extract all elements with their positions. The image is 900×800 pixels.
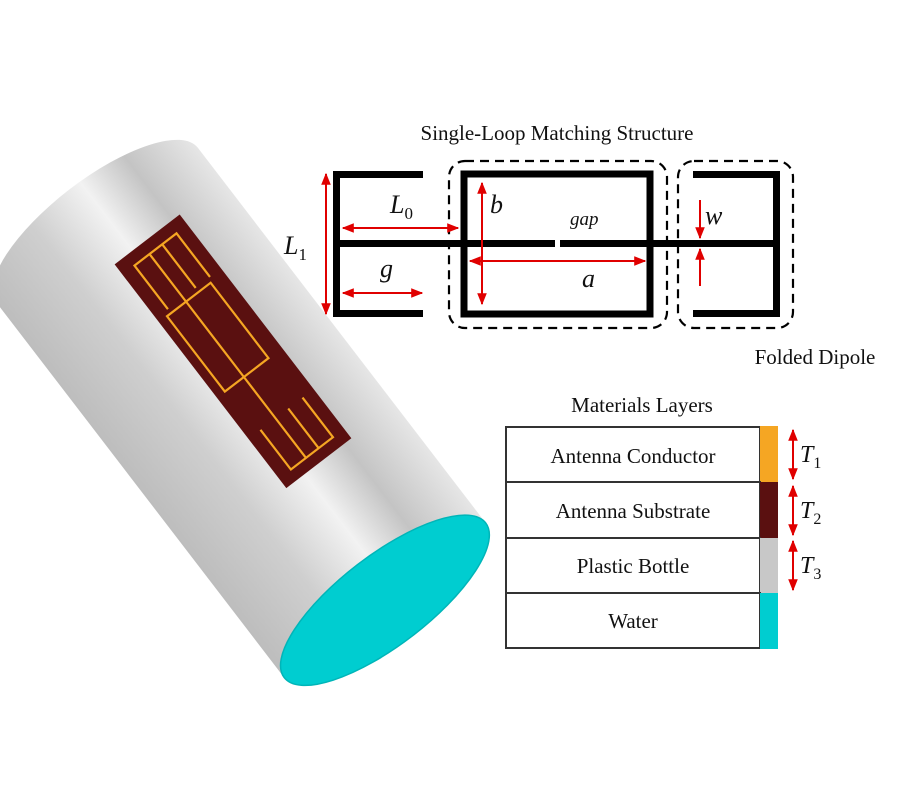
layer-name: Antenna Conductor bbox=[550, 444, 715, 468]
folded-dipole-label: Folded Dipole bbox=[755, 345, 876, 369]
a-label: a bbox=[582, 264, 595, 293]
substrate-color-swatch bbox=[760, 482, 778, 538]
layer-row-substrate: Antenna Substrate T2 bbox=[505, 481, 821, 539]
left-bottom-arm bbox=[333, 310, 423, 317]
g-label: g bbox=[380, 254, 393, 283]
L1-label: L1 bbox=[283, 231, 307, 264]
layer-row-conductor: Antenna Conductor T1 bbox=[505, 426, 821, 483]
antenna-schematic: Single-Loop Matching Structure L1 L0 g b… bbox=[283, 121, 875, 369]
right-bottom-arm bbox=[693, 310, 780, 317]
T1-label: T1 bbox=[800, 442, 821, 472]
L0-label: L0 bbox=[389, 190, 413, 223]
layer-row-bottle: Plastic Bottle T3 bbox=[505, 537, 821, 594]
T2-label: T2 bbox=[800, 498, 821, 528]
feed-line-left bbox=[333, 240, 555, 247]
layer-name: Water bbox=[608, 609, 658, 633]
right-top-arm bbox=[693, 171, 780, 178]
matching-structure-box bbox=[447, 159, 669, 330]
layer-row-water: Water bbox=[505, 592, 778, 649]
materials-layers-title: Materials Layers bbox=[571, 393, 713, 417]
w-label: w bbox=[705, 201, 723, 230]
matching-loop bbox=[460, 170, 654, 318]
feed-line-right bbox=[560, 240, 780, 247]
conductor-color-swatch bbox=[760, 426, 778, 482]
antenna-conductor-trace bbox=[132, 231, 335, 472]
materials-layers-table: Materials Layers Antenna Conductor T1 An… bbox=[505, 393, 821, 649]
layer-name: Antenna Substrate bbox=[556, 499, 711, 523]
right-vertical-arm bbox=[773, 171, 780, 317]
left-top-arm bbox=[333, 171, 423, 178]
folded-dipole-box bbox=[676, 159, 795, 330]
layer-name: Plastic Bottle bbox=[577, 554, 690, 578]
T3-label: T3 bbox=[800, 553, 821, 583]
bottle-3d-view bbox=[0, 139, 491, 687]
water-color-swatch bbox=[760, 593, 778, 649]
antenna-substrate-patch bbox=[114, 214, 352, 489]
gap-label: gap bbox=[570, 209, 599, 230]
matching-structure-title: Single-Loop Matching Structure bbox=[421, 121, 694, 145]
bottle-color-swatch bbox=[760, 538, 778, 593]
water-end-cap bbox=[279, 514, 491, 687]
b-label: b bbox=[490, 190, 503, 219]
